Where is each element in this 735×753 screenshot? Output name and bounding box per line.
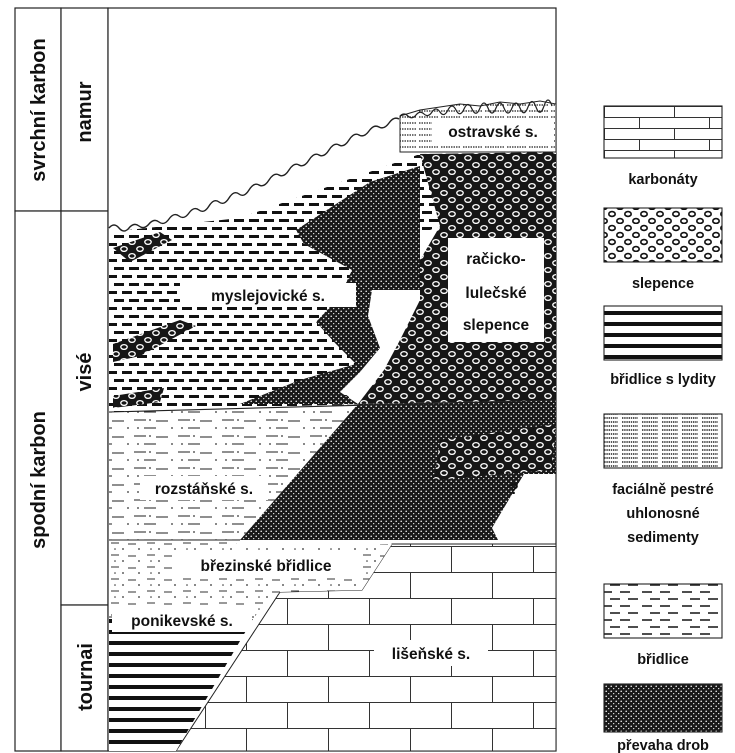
legend-item-carbonate: karbonáty [603, 105, 723, 188]
stage-label-vise: visé [74, 353, 96, 392]
legend-label-conglomerate: slepence [632, 276, 694, 292]
legend-label-facies-1: faciálně pestré [612, 482, 714, 498]
legend-label-facies-3: sedimenty [627, 530, 699, 546]
label-ostravske: ostravské s. [448, 124, 538, 141]
era-label-upper: svrchní karbon [28, 38, 50, 181]
unconformity-line [108, 117, 400, 232]
label-myslejovicke: myslejovické s. [211, 288, 325, 305]
chronostratigraphic-column: svrchní karbon spodní karbon namur visé … [14, 7, 109, 752]
ponikevske-lydite-body [109, 617, 254, 751]
legend-item-facies: faciálně pestré uhlonosné sedimenty [603, 413, 723, 546]
label-lisenske: lišeňské s. [392, 646, 470, 663]
label-racicko-2: lulečské [465, 285, 527, 302]
label-racicko-3: slepence [463, 317, 530, 334]
label-question: ? [509, 481, 518, 498]
stage-label-tournai: tournai [75, 643, 97, 711]
label-racicko-1: račicko- [466, 251, 525, 268]
label-brezinske: březinské břidlice [201, 558, 332, 575]
legend-item-lydite: břidlice s lydity [603, 305, 723, 388]
rozstanske-conglomerate-lens [434, 424, 556, 480]
legend-item-conglomerate: slepence [603, 207, 723, 292]
myslejovicke-conglomerate-lens-3 [113, 388, 164, 408]
legend-item-shale: břidlice [603, 583, 723, 668]
myslejovicke-greywacke-tongue [240, 166, 420, 404]
legend-label-greywacke: převaha drob [617, 738, 709, 753]
stage-label-namur: namur [74, 81, 96, 142]
label-rozstanske: rozstáňské s. [155, 481, 253, 498]
legend-label-shale: břidlice [637, 652, 689, 668]
rozstanske-shale-body [109, 404, 358, 540]
legend-label-carbonate: karbonáty [628, 172, 697, 188]
stratigraphic-panel: ostravské s. myslejovické s. račicko- lu… [107, 7, 557, 752]
label-ponikevske: ponikevské s. [131, 613, 233, 630]
legend-label-facies-2: uhlonosné [626, 506, 699, 522]
legend-item-greywacke: převaha drob [603, 683, 723, 753]
era-label-lower: spodní karbon [28, 411, 50, 549]
myslejovicke-conglomerate-lens-2 [113, 320, 196, 362]
myslejovicke-conglomerate-lens-1 [113, 232, 172, 262]
legend-label-lydite: břidlice s lydity [610, 372, 716, 388]
legend: karbonáty slepence břidlice s lydity fac… [603, 105, 723, 753]
